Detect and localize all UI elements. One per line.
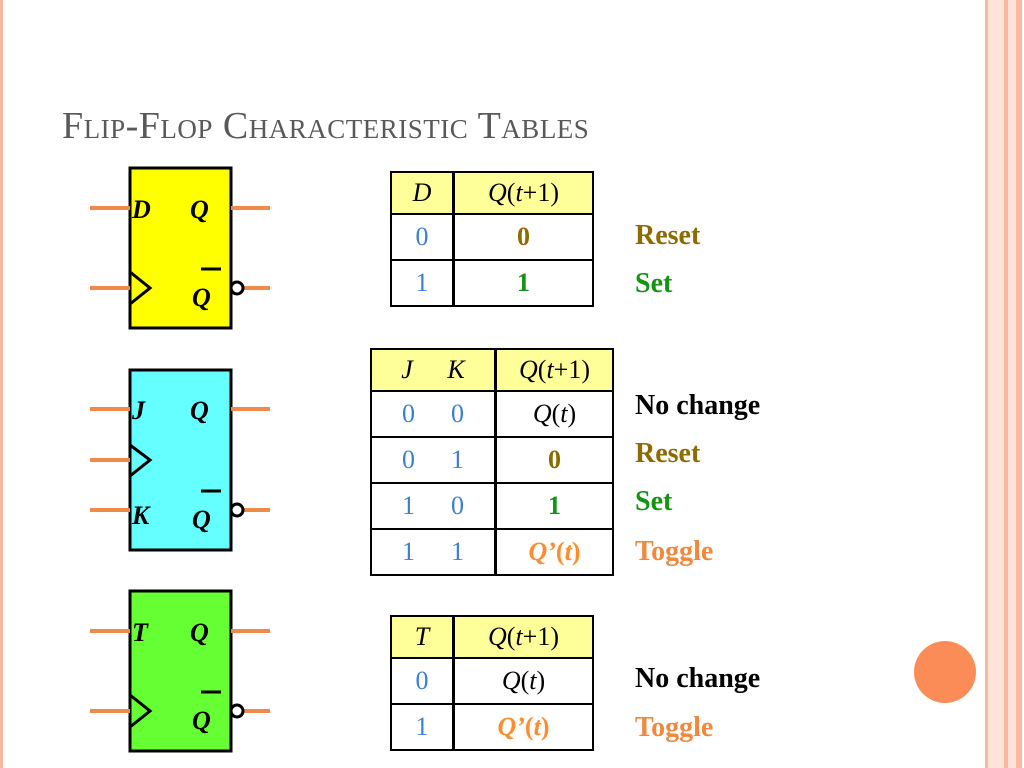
table-cell: 1 bbox=[494, 482, 614, 530]
d-input-label: D bbox=[131, 195, 151, 224]
t-annotation-no-change: No change bbox=[635, 663, 761, 694]
jk-flipflop-symbol: J K Q Q bbox=[90, 368, 270, 552]
t-flipflop-symbol: T Q Q bbox=[90, 589, 270, 753]
t-input-label: T bbox=[132, 618, 149, 647]
d-flipflop-symbol: D Q Q bbox=[90, 166, 270, 330]
table-cell: Q’(t) bbox=[494, 528, 614, 576]
page-title: Flip-Flop Characteristic Tables bbox=[62, 105, 590, 147]
jk-annotation-set: Set bbox=[635, 486, 673, 517]
table-cell: 1 bbox=[452, 259, 594, 307]
jk-j-label: J bbox=[131, 396, 146, 425]
d-annotation-reset: Reset bbox=[635, 220, 701, 251]
table-cell: 0 bbox=[494, 436, 614, 484]
column-header-d: D bbox=[390, 171, 455, 215]
table-header-row: D Q(t+1) bbox=[390, 171, 594, 215]
d-q-label: Q bbox=[190, 195, 209, 224]
jk-q-label: Q bbox=[190, 396, 209, 425]
table-cell: Q’(t) bbox=[452, 703, 594, 751]
table-row: 1 Q’(t) bbox=[390, 703, 594, 751]
table-cell: Q(t) bbox=[452, 657, 594, 705]
jk-k-label: K bbox=[131, 501, 151, 530]
table-row: 0 0 bbox=[390, 213, 594, 261]
table-row: 0 Q(t) bbox=[390, 657, 594, 705]
table-cell: Q(t) bbox=[494, 390, 614, 438]
table-cell: 0 bbox=[390, 657, 455, 705]
column-header-q-next: Q(t+1) bbox=[452, 171, 594, 215]
table-header-row: T Q(t+1) bbox=[390, 615, 594, 659]
d-qbar-label: Q bbox=[192, 283, 211, 312]
d-annotation-set: Set bbox=[635, 268, 673, 299]
decorative-circle bbox=[914, 641, 976, 703]
column-header-q-next: Q(t+1) bbox=[494, 348, 614, 392]
d-characteristic-table: D Q(t+1) 0 0 1 1 bbox=[390, 171, 594, 307]
jk-annotation-reset: Reset bbox=[635, 438, 701, 469]
decorative-side-bars bbox=[980, 0, 1024, 768]
jk-annotation-toggle: Toggle bbox=[635, 536, 714, 567]
t-characteristic-table: T Q(t+1) 0 Q(t) 1 Q’(t) bbox=[390, 615, 594, 751]
column-header-q-next: Q(t+1) bbox=[452, 615, 594, 659]
jk-qbar-label: Q bbox=[192, 505, 211, 534]
table-row: 1 1 bbox=[390, 259, 594, 307]
t-qbar-label: Q bbox=[192, 706, 211, 735]
column-header-t: T bbox=[390, 615, 455, 659]
table-cell: 1 bbox=[390, 703, 455, 751]
flipflop-symbols: D Q Q J K Q Q T Q Q bbox=[90, 166, 270, 753]
table-cell: 0 bbox=[452, 213, 594, 261]
jk-annotation-no-change: No change bbox=[635, 390, 761, 421]
table-cell: 0 bbox=[390, 213, 455, 261]
t-annotation-toggle: Toggle bbox=[635, 712, 714, 743]
t-q-label: Q bbox=[190, 618, 209, 647]
table-cell: 1 bbox=[390, 259, 455, 307]
